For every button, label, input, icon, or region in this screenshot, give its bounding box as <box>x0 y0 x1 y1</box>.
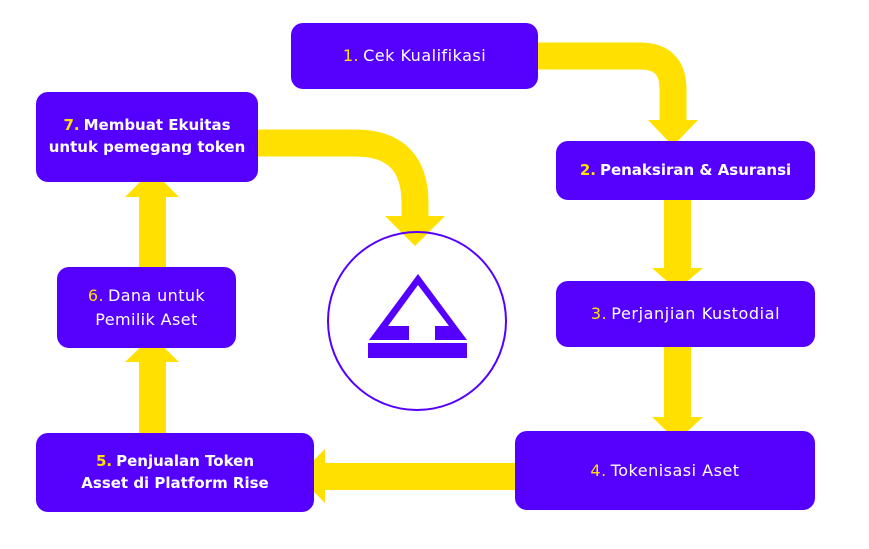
step-label-line-1: Penjualan Token <box>116 451 255 470</box>
step-number: 2. <box>579 160 596 179</box>
step-number: 4. <box>590 460 607 480</box>
center-logo <box>322 230 512 412</box>
step-label-line-2: Asset di Platform Rise <box>81 473 269 492</box>
step-number: 6. <box>87 286 104 306</box>
step-label-line-2: untuk pemegang token <box>48 138 246 156</box>
arrow-5-to-6 <box>125 336 179 434</box>
arrow-3-to-4 <box>652 347 703 441</box>
step-number: 7. <box>63 116 80 135</box>
arrow-1-to-2 <box>538 42 698 146</box>
step-4-box: 4.Tokenisasi Aset <box>515 431 815 510</box>
step-label-line-1: Dana untuk <box>107 286 206 306</box>
step-number: 5. <box>95 451 113 470</box>
step-label: Penaksiran & Asuransi <box>599 160 792 179</box>
step-label: Perjanjian Kustodial <box>611 304 781 324</box>
arrow-2-to-3 <box>652 200 703 290</box>
step-label-line-1: Membuat Ekuitas <box>83 116 231 135</box>
step-5-box: 5.Penjualan Token Asset di Platform Rise <box>36 433 314 512</box>
arrow-7-to-logo <box>258 129 445 246</box>
step-label: Cek Kualifikasi <box>363 46 487 66</box>
step-label: Tokenisasi Aset <box>610 460 740 480</box>
rise-logo-icon <box>327 231 507 411</box>
step-3-box: 3.Perjanjian Kustodial <box>556 281 815 347</box>
step-2-box: 2.Penaksiran & Asuransi <box>556 141 815 200</box>
arrow-4-to-5 <box>298 449 516 503</box>
step-1-box: 1.Cek Kualifikasi <box>291 23 538 89</box>
step-6-box: 6.Dana untuk Pemilik Aset <box>57 267 236 348</box>
arrow-6-to-7 <box>125 170 179 268</box>
step-number: 3. <box>590 304 608 324</box>
step-number: 1. <box>342 46 360 66</box>
step-label-line-2: Pemilik Aset <box>95 309 198 329</box>
step-7-box: 7.Membuat Ekuitas untuk pemegang token <box>36 92 258 182</box>
